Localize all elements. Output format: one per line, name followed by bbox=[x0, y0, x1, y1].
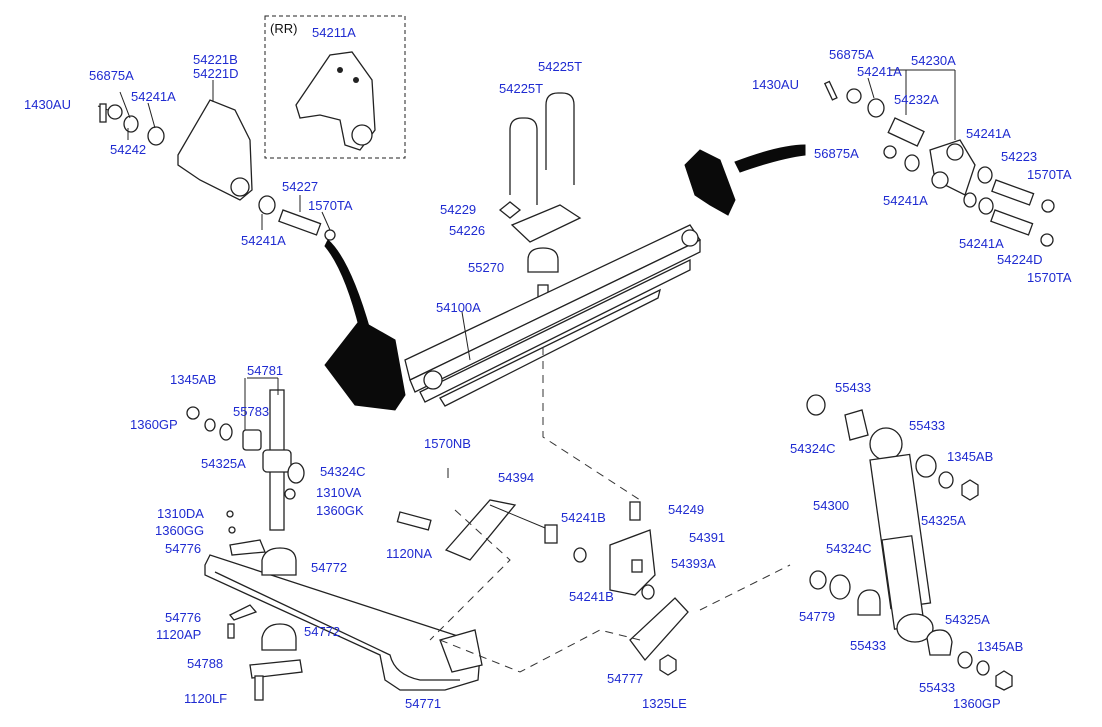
bar-link-bracket bbox=[439, 629, 483, 673]
label-1120LF: 1120LF bbox=[184, 691, 227, 706]
shackle-pin bbox=[278, 209, 322, 236]
label-55433: 55433 bbox=[909, 418, 945, 433]
label-55433: 55433 bbox=[919, 680, 955, 695]
label-1360GP: 1360GP bbox=[130, 417, 178, 432]
label-54241A: 54241A bbox=[966, 126, 1011, 141]
label-1360GK: 1360GK bbox=[316, 503, 364, 518]
label-1345AB: 1345AB bbox=[170, 372, 216, 387]
label-54776: 54776 bbox=[165, 541, 201, 556]
label-1570TA: 1570TA bbox=[1027, 167, 1072, 182]
front-hanger-group bbox=[97, 80, 371, 331]
front-hanger-bracket bbox=[177, 99, 253, 201]
nut bbox=[107, 104, 123, 120]
arm-bracket bbox=[444, 499, 517, 561]
label-1345AB: 1345AB bbox=[947, 449, 993, 464]
label-54241A: 54241A bbox=[959, 236, 1004, 251]
label-54241A: 54241A bbox=[857, 64, 902, 79]
ubolt-plate bbox=[510, 204, 582, 243]
label-1120AP: 1120AP bbox=[156, 627, 201, 642]
label-1325LE: 1325LE bbox=[642, 696, 687, 711]
label-54325A: 54325A bbox=[201, 456, 246, 471]
label-56875A: 56875A bbox=[829, 47, 874, 62]
label-54223: 54223 bbox=[1001, 149, 1037, 164]
label-54242: 54242 bbox=[110, 142, 146, 157]
stabilizer-bar bbox=[204, 554, 481, 691]
label-54225T: 54225T bbox=[499, 81, 543, 96]
label-1345AB: 1345AB bbox=[977, 639, 1023, 654]
label-54772: 54772 bbox=[304, 624, 340, 639]
rr-inset: (RR) bbox=[264, 15, 406, 159]
label-54781: 54781 bbox=[247, 363, 283, 378]
label-54211A: 54211A bbox=[312, 25, 356, 40]
label-54394: 54394 bbox=[498, 470, 534, 485]
label-54100A: 54100A bbox=[436, 300, 481, 315]
label-54221B: 54221B bbox=[193, 52, 238, 67]
label-54224D: 54224D bbox=[997, 252, 1043, 267]
label-1360GP: 1360GP bbox=[953, 696, 1001, 711]
label-55433: 55433 bbox=[835, 380, 871, 395]
label-1310VA: 1310VA bbox=[316, 485, 362, 500]
label-54221D: 54221D bbox=[193, 66, 239, 81]
bump-stopper bbox=[527, 247, 559, 273]
connection-lines bbox=[429, 347, 791, 673]
label-54241B: 54241B bbox=[569, 589, 614, 604]
inset-tag: (RR) bbox=[270, 21, 297, 36]
label-1120NA: 1120NA bbox=[386, 546, 432, 561]
label-54772: 54772 bbox=[311, 560, 347, 575]
label-54325A: 54325A bbox=[921, 513, 966, 528]
stabilizer-group bbox=[186, 377, 483, 701]
label-54788: 54788 bbox=[187, 656, 223, 671]
label-54229: 54229 bbox=[440, 202, 476, 217]
label-1360GG: 1360GG bbox=[155, 523, 204, 538]
label-1430AU: 1430AU bbox=[24, 97, 71, 112]
part-labels: 54211A 56875A 54221B 54221D 1430AU 54241… bbox=[24, 25, 1072, 711]
label-54225T: 54225T bbox=[538, 59, 582, 74]
label-56875A: 56875A bbox=[814, 146, 859, 161]
label-54771: 54771 bbox=[405, 696, 441, 711]
bracket-eye bbox=[351, 124, 373, 146]
label-54300: 54300 bbox=[813, 498, 849, 513]
cotter-pin-rear bbox=[823, 80, 838, 101]
u-bolts bbox=[498, 92, 582, 300]
ubolt-nut bbox=[498, 201, 522, 219]
label-54776: 54776 bbox=[165, 610, 201, 625]
label-54391: 54391 bbox=[689, 530, 725, 545]
cotter-pin bbox=[99, 103, 107, 123]
label-54324C: 54324C bbox=[826, 541, 872, 556]
label-54777: 54777 bbox=[607, 671, 643, 686]
label-56875A: 56875A bbox=[89, 68, 134, 83]
label-55433: 55433 bbox=[850, 638, 886, 653]
label-1570TA: 1570TA bbox=[1027, 270, 1072, 285]
mount-bracket bbox=[629, 597, 689, 662]
label-54230A: 54230A bbox=[911, 53, 956, 68]
label-55270: 55270 bbox=[468, 260, 504, 275]
rear-shackle-group bbox=[684, 69, 1055, 247]
label-54227: 54227 bbox=[282, 179, 318, 194]
center-bracket-group bbox=[396, 468, 689, 676]
label-1570TA: 1570TA bbox=[308, 198, 353, 213]
shock-absorber-group bbox=[806, 394, 1013, 691]
label-54226: 54226 bbox=[449, 223, 485, 238]
label-54232A: 54232A bbox=[894, 92, 939, 107]
label-55783: 55783 bbox=[233, 404, 269, 419]
label-54241A: 54241A bbox=[883, 193, 928, 208]
label-54241A: 54241A bbox=[241, 233, 286, 248]
inset-frame bbox=[264, 15, 406, 159]
label-54324C: 54324C bbox=[320, 464, 366, 479]
bushing bbox=[887, 117, 925, 147]
label-54324C: 54324C bbox=[790, 441, 836, 456]
label-1310DA: 1310DA bbox=[157, 506, 204, 521]
label-54325A: 54325A bbox=[945, 612, 990, 627]
label-54241A: 54241A bbox=[131, 89, 176, 104]
label-1570NB: 1570NB bbox=[424, 436, 471, 451]
label-1430AU: 1430AU bbox=[752, 77, 799, 92]
label-54249: 54249 bbox=[668, 502, 704, 517]
rear-hanger-bracket bbox=[295, 51, 376, 151]
label-54779: 54779 bbox=[799, 609, 835, 624]
label-54241B: 54241B bbox=[561, 510, 606, 525]
leaf-spring bbox=[324, 224, 701, 411]
label-54393A: 54393A bbox=[671, 556, 716, 571]
